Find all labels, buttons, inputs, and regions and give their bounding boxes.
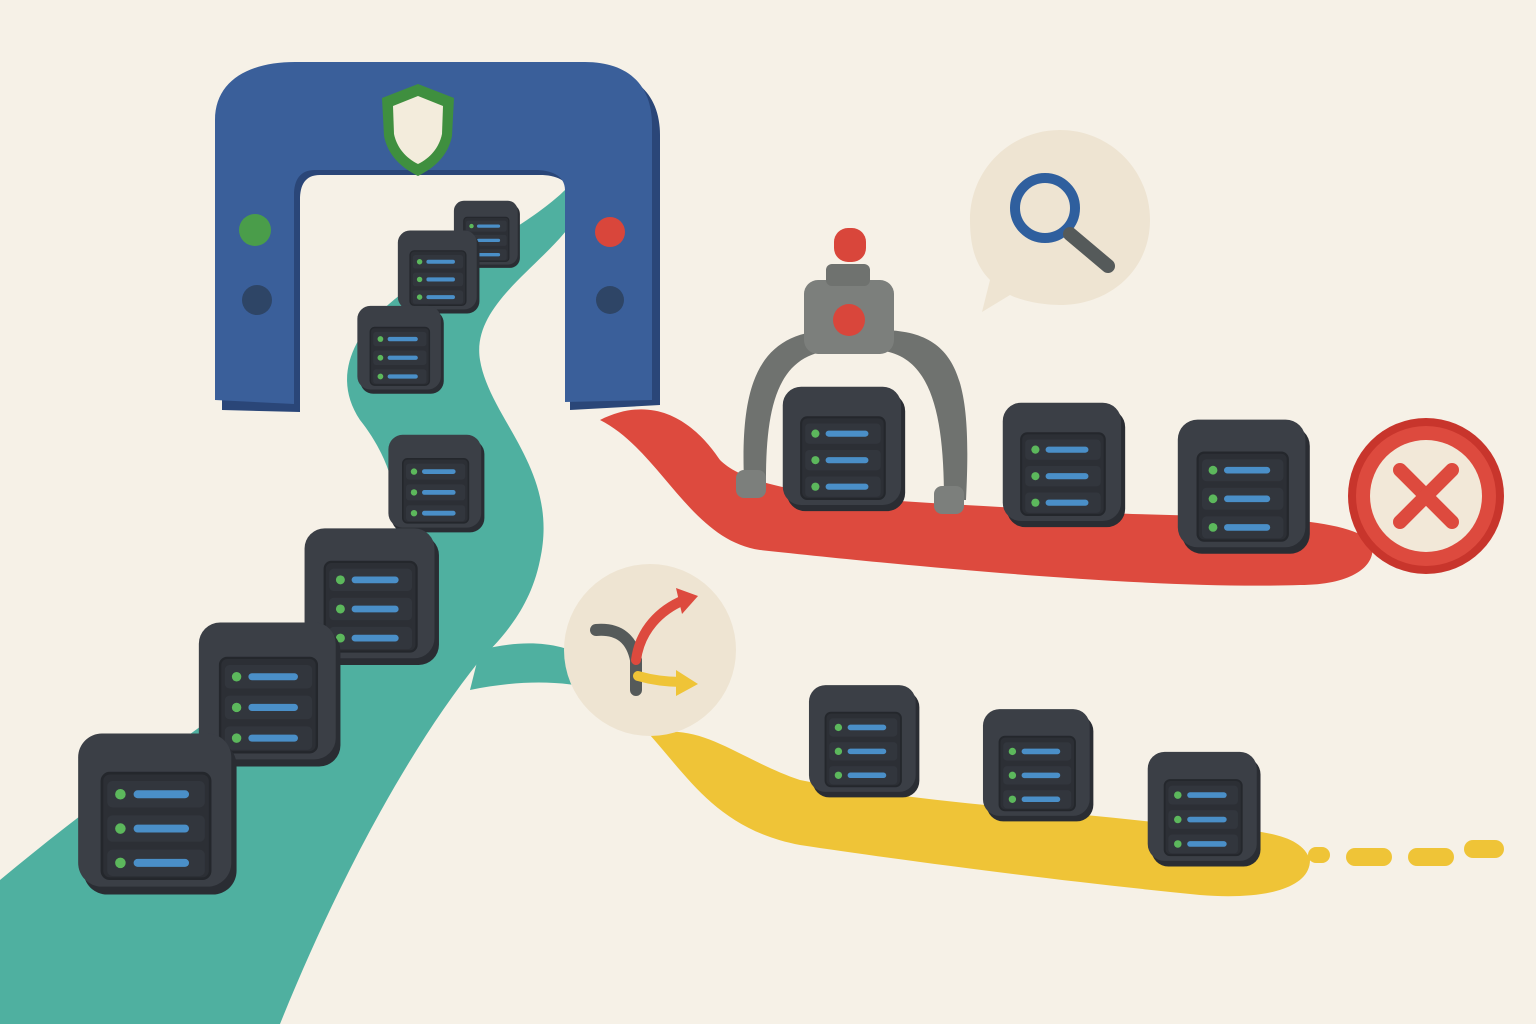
slow-path	[650, 731, 1310, 897]
gateway-light-green	[239, 214, 271, 246]
server-reject-1	[781, 385, 907, 513]
server-slow-3	[1146, 750, 1262, 868]
shield-check-icon	[382, 84, 454, 176]
reject-path	[600, 409, 1373, 586]
gateway-light-left-dark	[242, 285, 272, 315]
server-main-5	[356, 305, 445, 395]
router-bubble	[564, 564, 736, 736]
magnifying-glass-icon	[1010, 173, 1115, 273]
server-reject-2	[1001, 401, 1127, 529]
inspection-claw	[736, 228, 968, 514]
gateway-arch	[215, 62, 660, 412]
server-slow-1	[808, 684, 921, 799]
gateway-light-right-dark	[596, 286, 624, 314]
gateway-light-red	[595, 217, 625, 247]
fork-arrows-icon	[590, 588, 698, 696]
server-reject-3	[1176, 418, 1311, 555]
server-main-1	[76, 732, 238, 896]
x-mark-icon	[1348, 418, 1504, 574]
server-main-6	[397, 229, 481, 315]
slow-path-dashes	[1308, 840, 1504, 866]
server-main-4	[387, 433, 486, 534]
server-slow-2	[982, 708, 1095, 823]
inspection-bubble	[970, 130, 1150, 312]
